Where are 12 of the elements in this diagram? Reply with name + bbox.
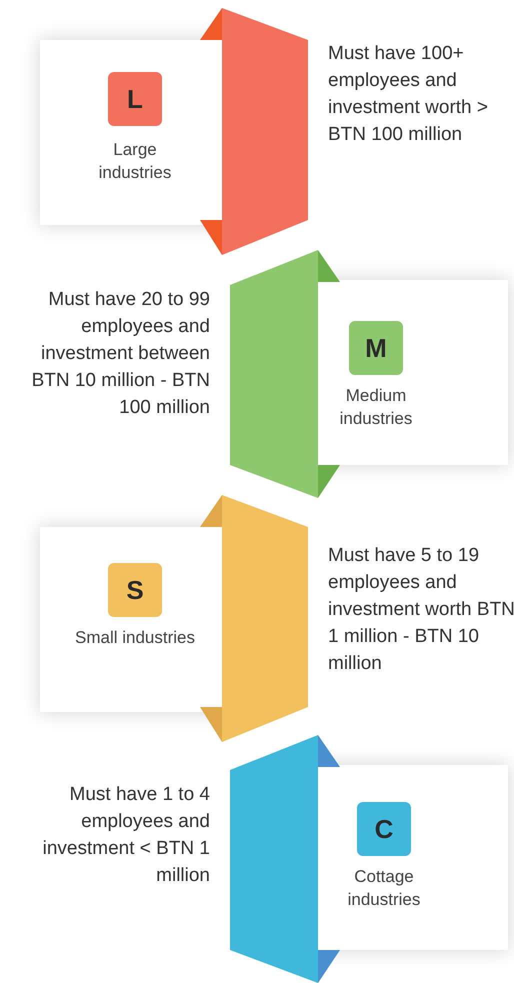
letter-badge: M: [349, 321, 403, 375]
category-name: Cottage industries: [346, 866, 422, 911]
criteria-text: Must have 20 to 99 employees and investment between BTN 10 million - BTN 100 million: [30, 288, 210, 420]
criteria-text: Must have 100+ employees and investment worth > BTN 100 million: [328, 42, 489, 147]
criteria-text: Must have 5 to 19 employees and investment worth BTN 1 million - BTN 10 million: [328, 544, 514, 676]
criteria-text: Must have 1 to 4 employees and investment < BTN 1 million: [42, 783, 210, 888]
letter-badge: L: [108, 72, 162, 126]
category-name: Small industries: [75, 627, 195, 649]
category-name: Medium industries: [338, 385, 414, 430]
category-name: Large industries: [98, 139, 172, 184]
letter-badge: S: [108, 563, 162, 617]
letter-badge: C: [357, 802, 411, 856]
